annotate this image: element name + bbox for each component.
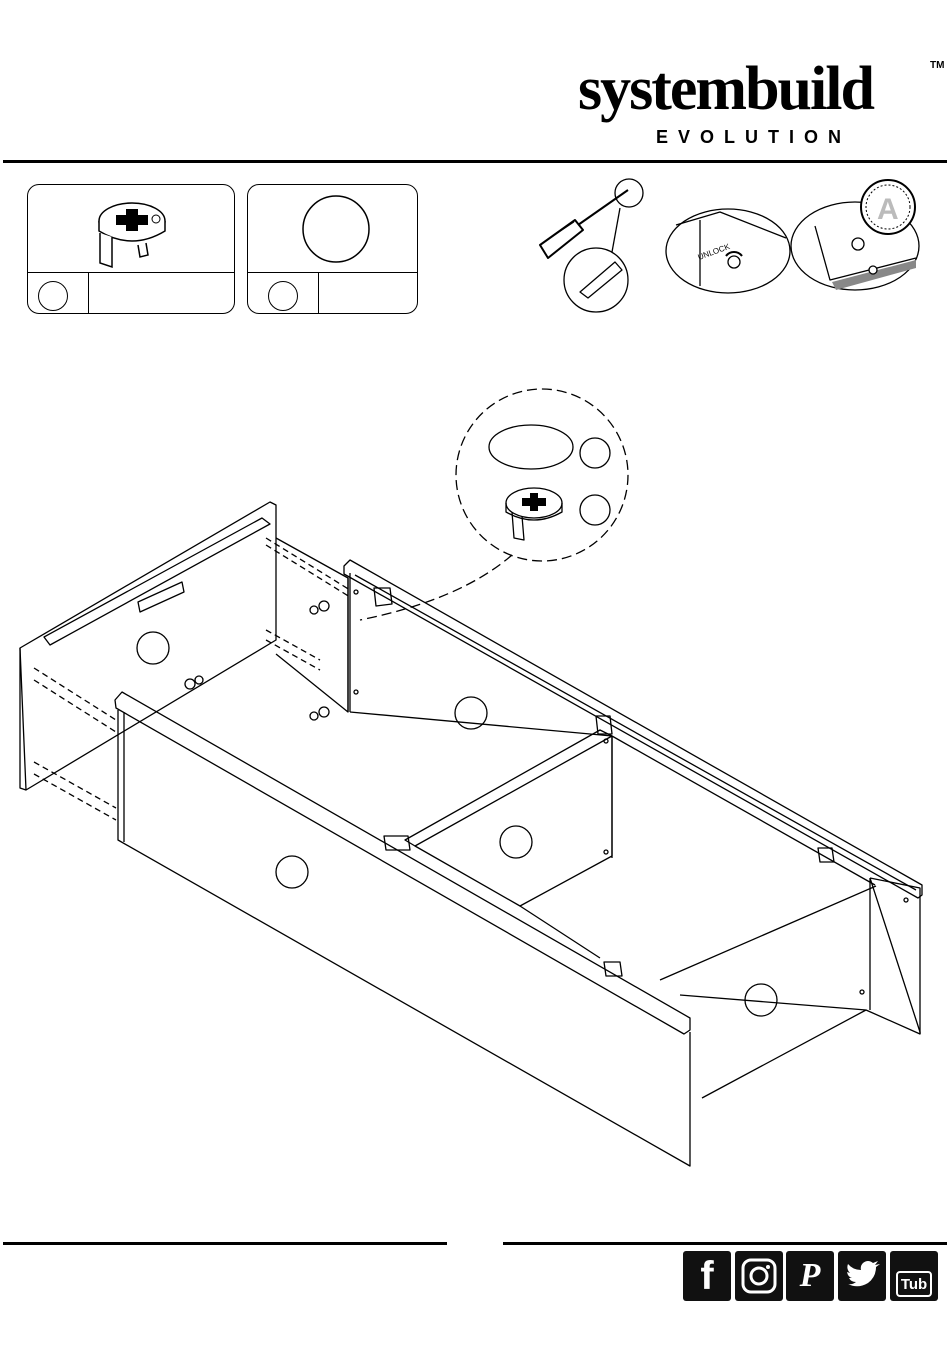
instagram-icon[interactable] (735, 1251, 783, 1301)
pinterest-icon[interactable]: P (786, 1251, 834, 1301)
twitter-icon[interactable] (838, 1251, 886, 1301)
unlock-label: UNLOCK (697, 242, 732, 262)
back-panel (20, 502, 276, 790)
front-panel (115, 692, 690, 1166)
top-rail (344, 560, 922, 898)
zoom-callout (360, 389, 628, 620)
screw-set (185, 601, 329, 720)
footer-rule-right (503, 1242, 947, 1245)
panel-a-detail-icon (791, 180, 919, 290)
youtube-icon[interactable]: Tub (890, 1251, 938, 1301)
facebook-icon[interactable]: f (683, 1251, 731, 1301)
footer-rule-left (3, 1242, 447, 1245)
twitter-label (838, 1251, 886, 1301)
pinterest-label: P (786, 1251, 834, 1301)
youtube-label: Tub (896, 1271, 932, 1297)
facebook-label: f (683, 1251, 731, 1301)
panel-letter: A (877, 193, 899, 226)
side-panel-right (660, 878, 920, 1098)
screwdriver-icon (540, 179, 643, 312)
middle-divider (405, 730, 612, 958)
instagram-label (735, 1251, 783, 1301)
